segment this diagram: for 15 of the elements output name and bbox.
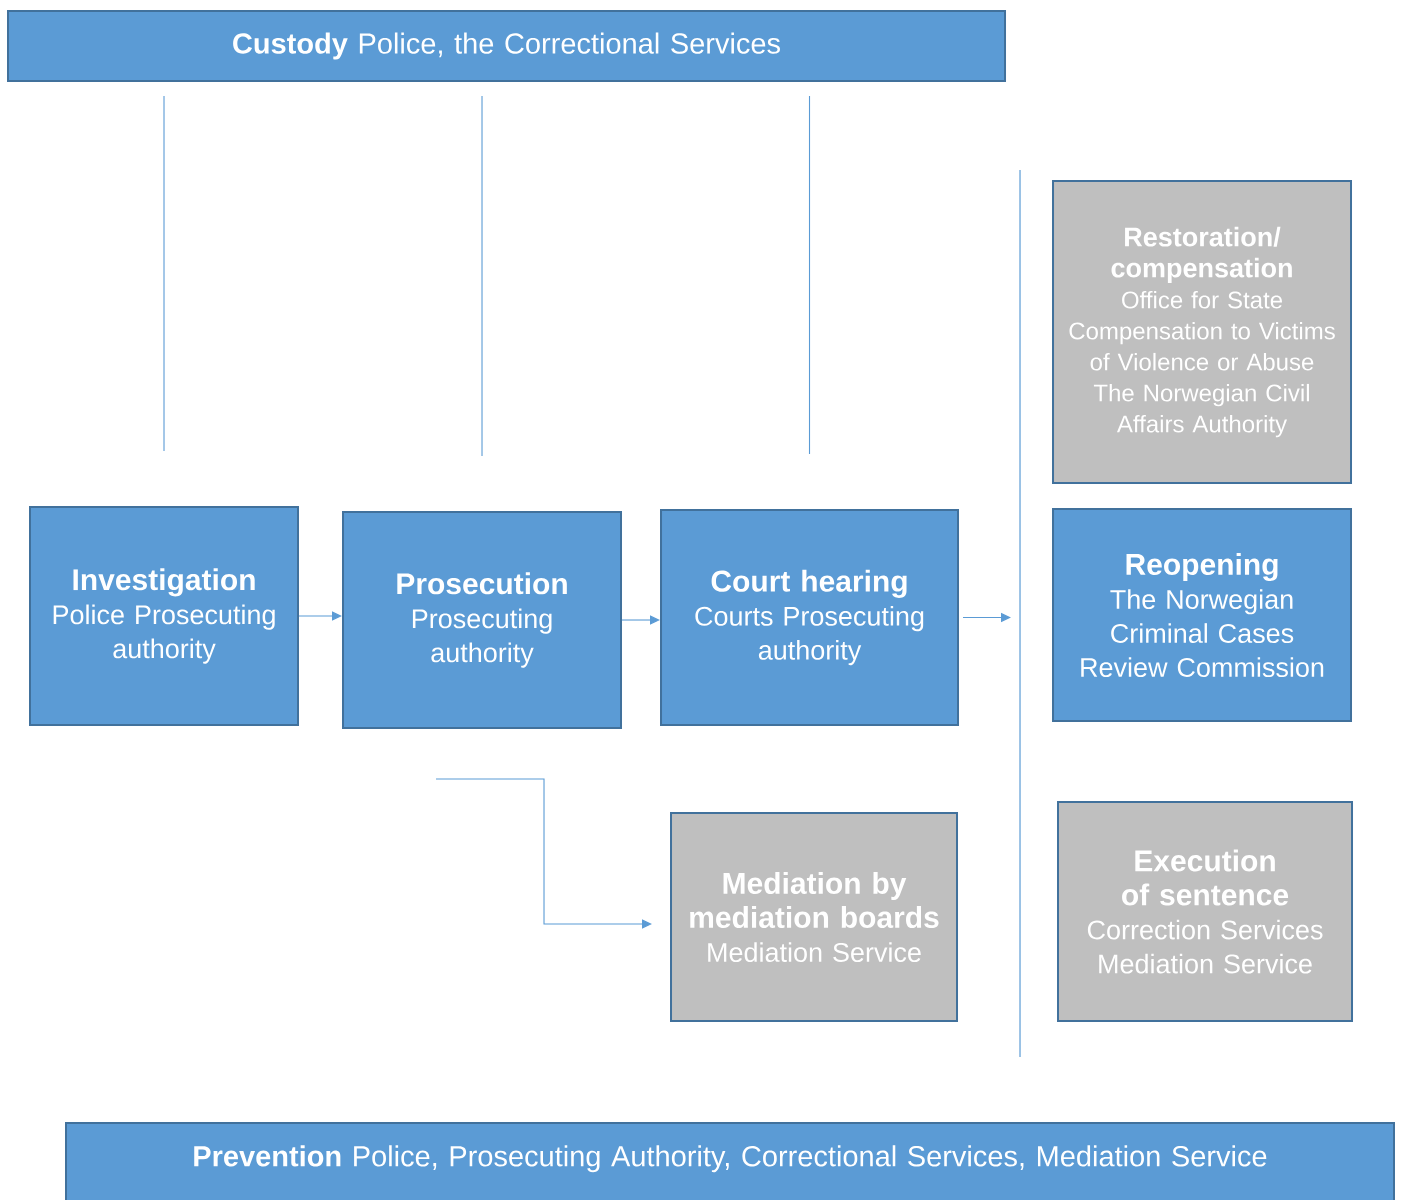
process-box: Investigation Police Prosecuting authority <box>29 506 299 726</box>
connector-line <box>808 95 811 455</box>
banner: Prevention Police, Prosecuting Authority, Correctional Services, Mediation Service <box>65 1122 1395 1200</box>
arrow <box>435 778 652 929</box>
arrow <box>621 615 660 625</box>
connector-line <box>163 95 165 452</box>
connector-line <box>481 95 483 457</box>
process-box: Court hearing Courts Prosecuting authority <box>660 509 959 726</box>
process-box: Mediation by mediation boards Mediation Service <box>670 812 958 1022</box>
process-box: Restoration/ compensation Office for State Compensation to Victims of Violence or Abuse The Norwegian Civil Affairs Authority <box>1052 180 1352 484</box>
arrow <box>298 611 342 621</box>
process-box: Prosecution Prosecuting authority <box>342 511 622 729</box>
process-box: Reopening The Norwegian Criminal Cases Review Commission <box>1052 508 1352 722</box>
process-box: Execution of sentence Correction Services Mediation Service <box>1057 801 1353 1022</box>
banner: Custody Police, the Correctional Services <box>7 10 1006 82</box>
